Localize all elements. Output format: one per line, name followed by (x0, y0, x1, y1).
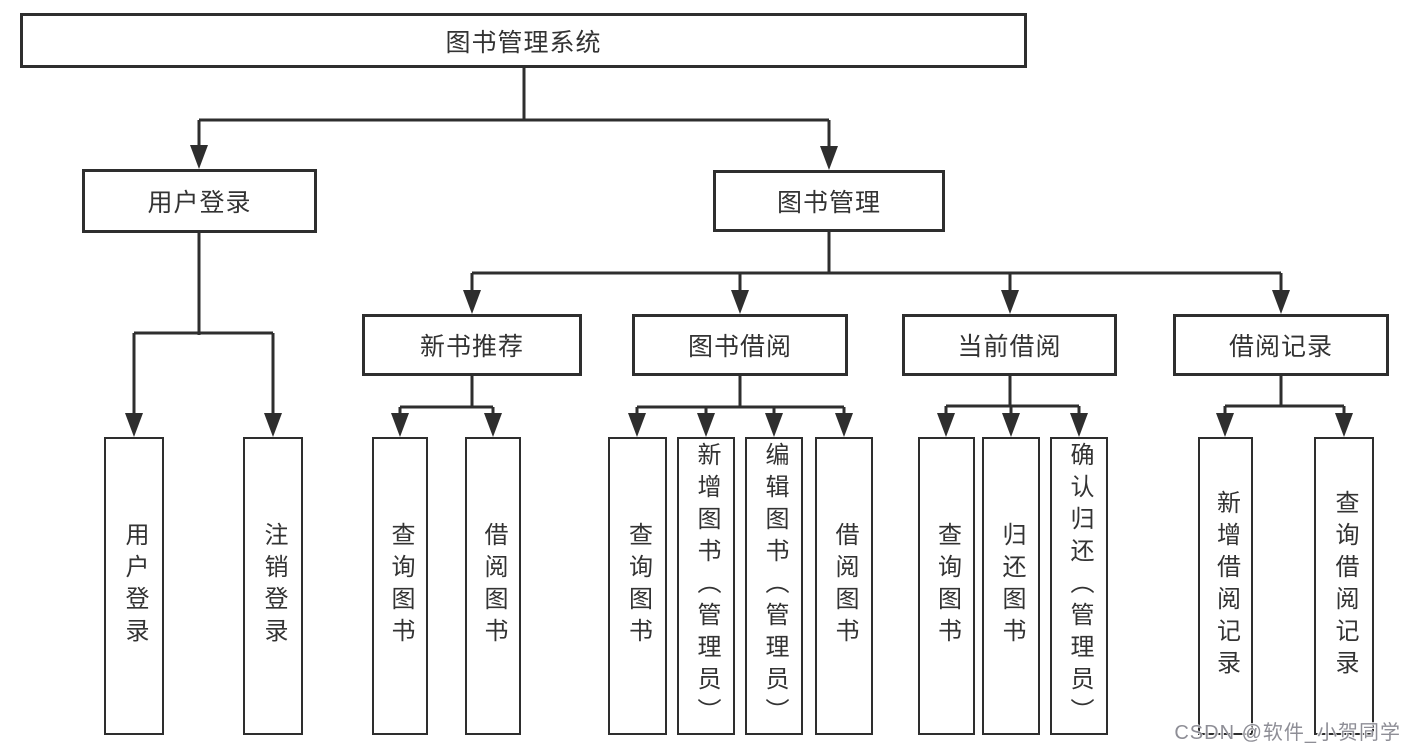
arrowhead-icon (697, 413, 715, 437)
leaf-query-borrow-record-label: 查询借阅记录 (1331, 490, 1358, 682)
node-user-login-label: 用户登录 (147, 189, 252, 217)
leaf-query-book-2-label: 查询图书 (624, 522, 652, 650)
node-new-book-recommend-label: 新书推荐 (419, 333, 524, 361)
arrowhead-icon (484, 413, 502, 437)
leaf-logout: 注销登录 (243, 437, 303, 735)
arrowhead-icon (125, 413, 143, 437)
leaf-edit-book-admin-label: 编辑图书（管理员） (761, 442, 788, 730)
node-book-borrow-label: 图书借阅 (687, 333, 792, 361)
arrowhead-icon (1216, 413, 1234, 437)
arrowhead-icon (463, 290, 481, 314)
arrowhead-icon (820, 146, 838, 170)
leaf-user-login: 用户登录 (104, 437, 164, 735)
leaf-confirm-return-admin: 确认归还（管理员） (1050, 437, 1108, 735)
arrowhead-icon (391, 413, 409, 437)
arrowhead-icon (1272, 290, 1290, 314)
arrowhead-icon (731, 290, 749, 314)
leaf-confirm-return-admin-label: 确认归还（管理员） (1066, 442, 1093, 730)
arrowhead-icon (1070, 413, 1088, 437)
node-current-borrow: 当前借阅 (902, 314, 1117, 376)
leaf-add-borrow-record-label: 新增借阅记录 (1212, 490, 1240, 682)
leaf-borrow-book-1-label: 借阅图书 (480, 522, 507, 650)
node-borrow-records-label: 借阅记录 (1228, 333, 1333, 361)
node-book-borrow: 图书借阅 (632, 314, 848, 376)
node-book-management: 图书管理 (713, 170, 945, 232)
leaf-logout-label: 注销登录 (260, 522, 287, 650)
node-book-management-label: 图书管理 (776, 189, 881, 217)
arrowhead-icon (264, 413, 282, 437)
leaf-return-book-label: 归还图书 (998, 522, 1025, 650)
arrowhead-icon (1335, 413, 1353, 437)
arrowhead-icon (1002, 413, 1020, 437)
leaf-query-book-1: 查询图书 (372, 437, 428, 735)
arrowhead-icon (835, 413, 853, 437)
leaf-query-book-1-label: 查询图书 (387, 522, 414, 650)
leaf-add-book-admin: 新增图书（管理员） (677, 437, 735, 735)
leaf-query-book-3-label: 查询图书 (933, 522, 961, 650)
leaf-query-book-3: 查询图书 (918, 437, 975, 735)
leaf-add-book-admin-label: 新增图书（管理员） (693, 442, 720, 730)
watermark: CSDN @软件_小贺同学 (1174, 722, 1401, 744)
node-borrow-records: 借阅记录 (1173, 314, 1389, 376)
node-current-borrow-label: 当前借阅 (957, 333, 1062, 361)
node-user-login: 用户登录 (82, 169, 317, 233)
node-root: 图书管理系统 (20, 13, 1027, 68)
node-root-label: 图书管理系统 (445, 28, 602, 57)
leaf-user-login-label: 用户登录 (121, 522, 148, 650)
leaf-borrow-book-1: 借阅图书 (465, 437, 521, 735)
leaf-borrow-book-2: 借阅图书 (815, 437, 873, 735)
leaf-add-borrow-record: 新增借阅记录 (1198, 437, 1253, 735)
arrowhead-icon (765, 413, 783, 437)
arrowhead-icon (937, 413, 955, 437)
leaf-borrow-book-2-label: 借阅图书 (831, 522, 858, 650)
arrowhead-icon (190, 145, 208, 169)
leaf-return-book: 归还图书 (982, 437, 1040, 735)
leaf-query-book-2: 查询图书 (608, 437, 667, 735)
node-new-book-recommend: 新书推荐 (362, 314, 582, 376)
leaf-query-borrow-record: 查询借阅记录 (1314, 437, 1374, 735)
arrowhead-icon (628, 413, 646, 437)
arrowhead-icon (1001, 290, 1019, 314)
leaf-edit-book-admin: 编辑图书（管理员） (745, 437, 803, 735)
